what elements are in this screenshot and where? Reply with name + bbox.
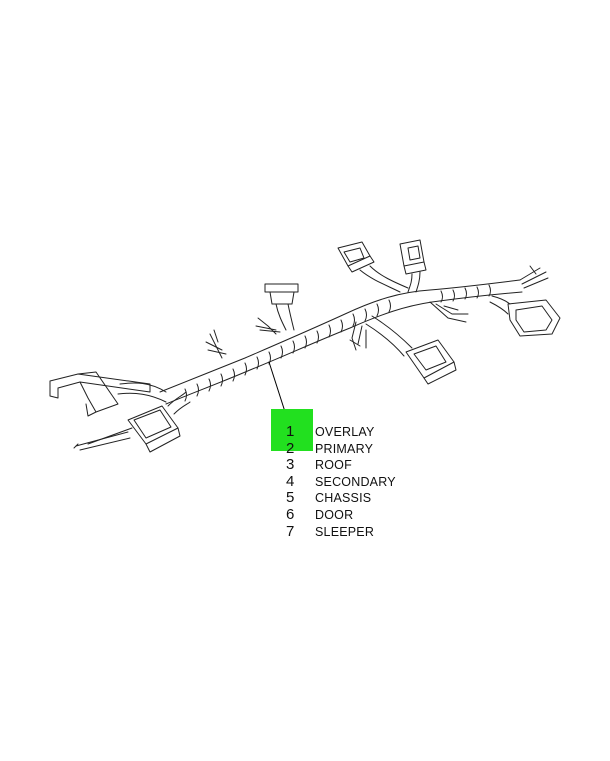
parts-legend: 1 OVERLAY 2 PRIMARY 3 ROOF 4 SECONDARY 5…	[282, 423, 482, 540]
legend-item-number: 5	[286, 489, 295, 507]
right-connector	[489, 295, 561, 337]
legend-item-number: 1	[286, 423, 295, 440]
legend-item-label: ROOF	[315, 458, 352, 473]
harness-trunk	[159, 279, 523, 405]
legend-item-number: 3	[286, 456, 295, 474]
legend-item-label: PRIMARY	[315, 441, 374, 456]
top-left-connector	[264, 283, 299, 331]
callout-leader-line	[268, 361, 288, 419]
lower-wire-tails	[349, 321, 367, 351]
legend-item: 7 SLEEPER	[282, 523, 482, 540]
branch-wires-left	[205, 329, 227, 359]
lower-connector	[365, 315, 457, 385]
legend-item-label: SLEEPER	[315, 524, 375, 539]
left-box-connector	[127, 391, 191, 453]
callout-highlight-box	[271, 409, 313, 451]
legend-item: 4 SECONDARY	[282, 473, 482, 490]
branch-wires-center	[255, 317, 281, 335]
legend-item: 3 ROOF	[282, 456, 482, 473]
legend-item: 6 DOOR	[282, 506, 482, 523]
legend-item-label: SECONDARY	[315, 474, 396, 489]
legend-item-number: 6	[286, 505, 295, 523]
legend-item-number: 7	[286, 522, 295, 540]
right-wire-tails	[519, 265, 549, 289]
top-connector-b	[399, 239, 427, 293]
legend-item: 2 PRIMARY	[282, 440, 482, 457]
right-mid-wires	[429, 301, 469, 323]
left-bracket-connector	[49, 371, 167, 417]
top-connector-a	[337, 241, 409, 293]
legend-item: 5 CHASSIS	[282, 489, 482, 506]
legend-item-label: CHASSIS	[315, 491, 372, 506]
legend-item-number: 4	[286, 472, 295, 490]
left-wire-tails	[73, 427, 133, 451]
legend-item-number: 2	[286, 439, 295, 457]
legend-item: 1 OVERLAY	[282, 423, 482, 440]
legend-item-label: DOOR	[315, 507, 354, 522]
legend-item-label: OVERLAY	[315, 425, 375, 439]
